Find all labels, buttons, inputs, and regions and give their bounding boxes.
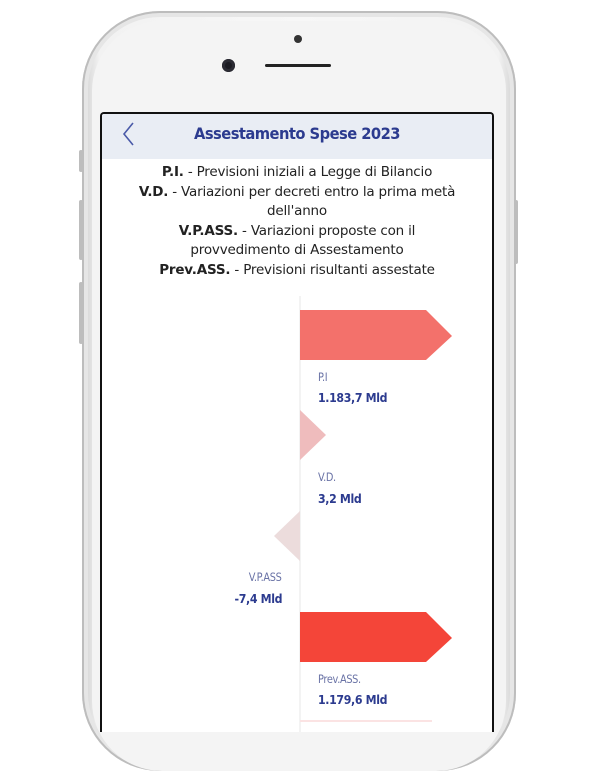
legend-abbr: P.I. [161,164,184,180]
back-button[interactable] [120,120,140,150]
bar-value-prevass: 1.179,6 Mld [318,692,388,707]
legend-text: dell'anno [267,203,327,219]
earpiece-speaker-icon [265,64,331,67]
legend-abbr: V.D. [138,183,169,200]
divider [300,720,432,722]
legend-text: - Previsioni risultanti assestate [230,261,435,278]
bar-value-vd: 3,2 Mld [318,491,362,506]
legend-abbr: V.P.ASS. [178,222,238,239]
legend-text: - Previsioni iniziali a Legge di Bilanci… [183,164,433,180]
legend-text: provvedimento di Assestamento [190,242,404,258]
phone-side-button-left-1 [79,150,83,172]
legend-item-vpass-cont: provvedimento di Assestamento [102,241,492,261]
app-screen: Assestamento Spese 2023 P.I. - Prevision… [100,112,494,732]
chart-axis-line [299,296,301,732]
front-camera-icon [222,59,235,72]
legend-abbr: Prev.ASS. [159,261,231,278]
legend-text: - Variazioni per decreti entro la prima … [168,183,456,200]
chevron-left-icon [122,122,134,146]
bar-pi[interactable] [300,310,456,362]
legend-item-pi: P.I. - Previsioni iniziali a Legge di Bi… [102,163,492,183]
bar-label-prevass: Prev.ASS. [318,672,361,686]
legend-item-vd-cont: dell'anno [102,202,492,222]
legend-item-vd: V.D. - Variazioni per decreti entro la p… [102,183,492,203]
legend-text: - Variazioni proposte con il [237,222,416,239]
bar-label-pi: P.I [318,370,328,384]
page-title: Assestamento Spese 2023 [194,124,401,143]
phone-side-button-left-2 [79,200,83,260]
bar-vpass[interactable] [274,511,300,563]
nav-header: Assestamento Spese 2023 [102,114,492,159]
bar-prevass[interactable] [300,612,456,664]
phone-side-button-left-3 [79,282,83,344]
legend-item-vpass: V.P.ASS. - Variazioni proposte con il [102,222,492,242]
bar-label-vd: V.D. [318,470,336,484]
legend-item-prevass: Prev.ASS. - Previsioni risultanti assest… [102,261,492,281]
proximity-sensor-icon [294,35,302,43]
bar-vd[interactable] [300,410,330,462]
bar-value-vpass: -7,4 Mld [234,591,282,606]
legend: P.I. - Previsioni iniziali a Legge di Bi… [102,163,492,280]
bar-value-pi: 1.183,7 Mld [318,390,388,405]
bar-label-vpass: V.P.ASS [249,570,282,584]
phone-side-button-right [514,200,518,264]
